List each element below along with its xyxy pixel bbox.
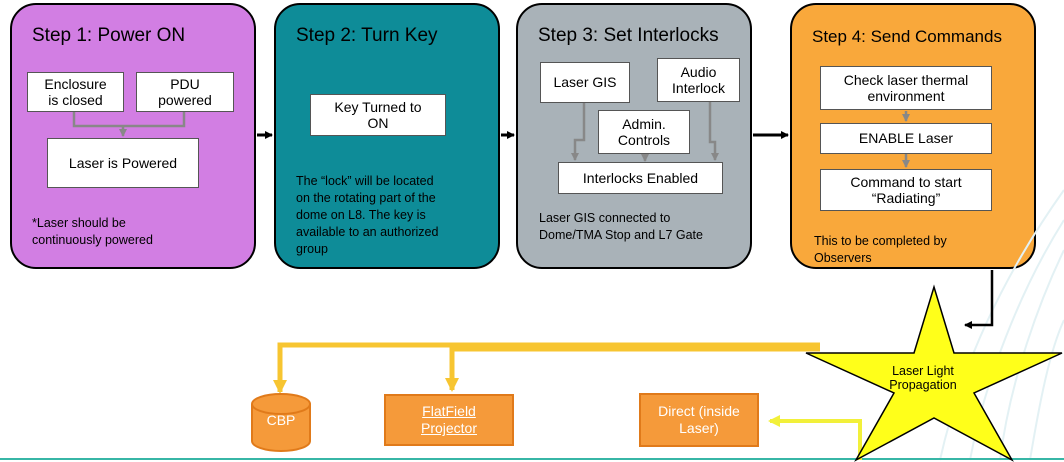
box-key-turned: Key Turned to ON (310, 94, 446, 136)
target-cbp-label: CBP (266, 412, 296, 428)
step-1-panel: Step 1: Power ON (10, 3, 256, 269)
step-2-panel: Step 2: Turn Key (274, 3, 500, 269)
step1-connectors (72, 111, 186, 137)
box-enable-laser: ENABLE Laser (820, 123, 992, 154)
direct-inside-laser-label: Direct (inside Laser) (658, 403, 740, 436)
box-enclosure-closed: Enclosure is closed (27, 72, 124, 112)
cbp-cylinder (251, 393, 311, 452)
step-4-note: This to be completed by Observers (814, 234, 947, 265)
step-4-title: Step 4: Send Commands (812, 27, 1002, 46)
box-pdu-powered: PDU powered (136, 72, 234, 112)
step-2-title: Step 2: Turn Key (296, 25, 438, 46)
star-label: Laser Light Propagation (889, 364, 957, 393)
arrow-step4-to-star (964, 270, 994, 329)
step3-connectors (571, 102, 719, 162)
box-laser-gis: Laser GIS (540, 62, 630, 103)
box-command-radiating: Command to start “Radiating” (820, 169, 992, 211)
beam-direct (768, 415, 862, 460)
box-admin-controls: Admin. Controls (598, 110, 690, 154)
target-flatfield-projector: FlatField Projector (384, 394, 514, 446)
flatfield-projector-label: FlatField Projector (420, 403, 478, 436)
step-1-note: *Laser should be continuously powered (32, 216, 153, 247)
box-check-thermal: Check laser thermal environment (820, 66, 992, 110)
step-3-title: Step 3: Set Interlocks (538, 25, 719, 46)
step-2-note: The “lock” will be located on the rotati… (296, 174, 439, 256)
box-laser-powered: Laser is Powered (47, 138, 199, 188)
box-audio-interlock: Audio Interlock (657, 58, 740, 102)
star-shape (805, 284, 1063, 462)
target-direct-inside-laser: Direct (inside Laser) (639, 393, 759, 447)
step-3-note: Laser GIS connected to Dome/TMA Stop and… (539, 211, 703, 242)
box-interlocks-enabled: Interlocks Enabled (558, 162, 723, 194)
step-1-title: Step 1: Power ON (32, 25, 186, 46)
beam-lines (273, 342, 820, 394)
